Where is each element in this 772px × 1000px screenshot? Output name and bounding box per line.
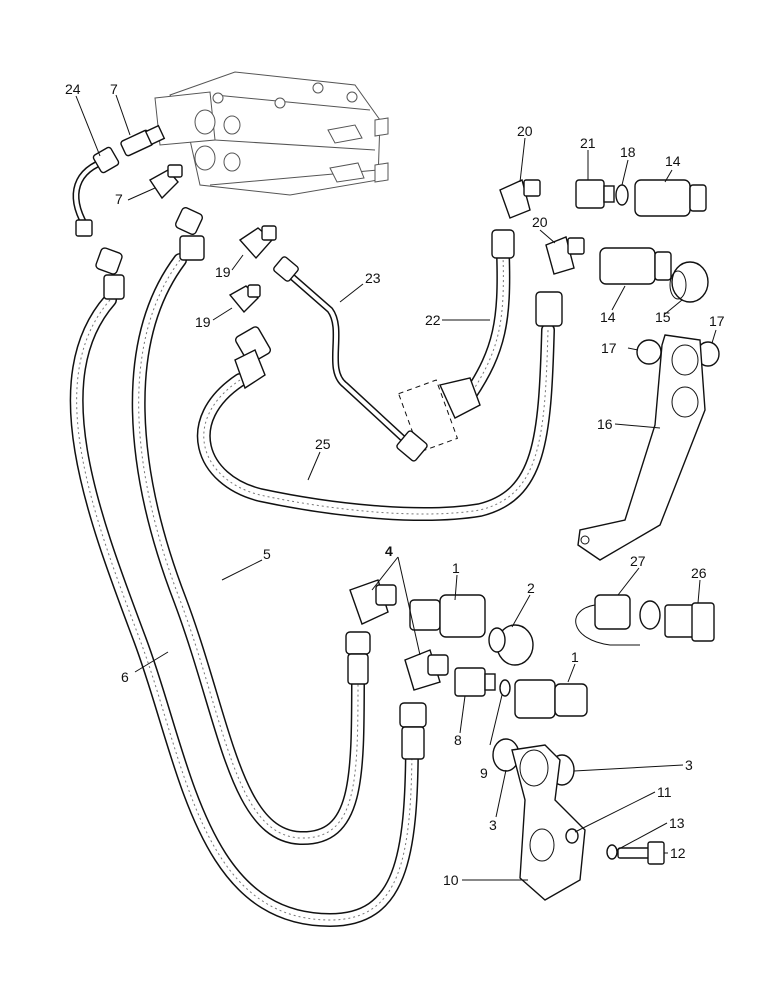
callout-17-right: 17 xyxy=(709,313,725,329)
callout-22: 22 xyxy=(425,312,441,328)
callout-3-right: 3 xyxy=(685,757,693,773)
callout-8: 8 xyxy=(454,732,462,748)
callout-20-lower: 20 xyxy=(532,214,548,230)
callout-19-upper: 19 xyxy=(215,264,231,280)
callout-17-left: 17 xyxy=(601,340,617,356)
callout-16: 16 xyxy=(597,416,613,432)
callout-1-lower: 1 xyxy=(571,649,579,665)
hose-6 xyxy=(69,293,419,927)
callout-25: 25 xyxy=(315,436,331,452)
callout-9: 9 xyxy=(480,765,488,781)
callout-6: 6 xyxy=(121,669,129,685)
callout-13: 13 xyxy=(669,815,685,831)
hose-5 xyxy=(131,253,365,846)
callout-3-left: 3 xyxy=(489,817,497,833)
callout-26: 26 xyxy=(691,565,707,581)
callout-1-upper: 1 xyxy=(452,560,460,576)
callout-14-lower: 14 xyxy=(600,309,616,325)
leader-lines xyxy=(75,94,717,881)
callout-19-lower: 19 xyxy=(195,314,211,330)
hose-22 xyxy=(463,248,511,402)
callout-14-upper: 14 xyxy=(665,153,681,169)
pipe-23 xyxy=(286,271,414,449)
callout-21: 21 xyxy=(580,135,596,151)
callout-12: 12 xyxy=(670,845,686,861)
callout-18: 18 xyxy=(620,144,636,160)
callout-labels: 24 7 7 20 21 18 14 20 14 15 17 17 19 23 … xyxy=(65,81,725,888)
callout-7-lower: 7 xyxy=(115,191,123,207)
callout-15: 15 xyxy=(655,309,671,325)
fittings xyxy=(75,124,720,901)
control-valve-block xyxy=(154,71,389,196)
callout-4: 4 xyxy=(385,543,393,559)
callout-5: 5 xyxy=(263,546,271,562)
hose-25 xyxy=(196,323,555,522)
callout-23: 23 xyxy=(365,270,381,286)
callout-24: 24 xyxy=(65,81,81,97)
callout-7-upper: 7 xyxy=(110,81,118,97)
callout-27: 27 xyxy=(630,553,646,569)
callout-2: 2 xyxy=(527,580,535,596)
dashed-connection-outline xyxy=(397,379,459,453)
callout-11: 11 xyxy=(657,784,672,800)
callout-20-upper: 20 xyxy=(517,123,533,139)
callout-10: 10 xyxy=(443,872,459,888)
